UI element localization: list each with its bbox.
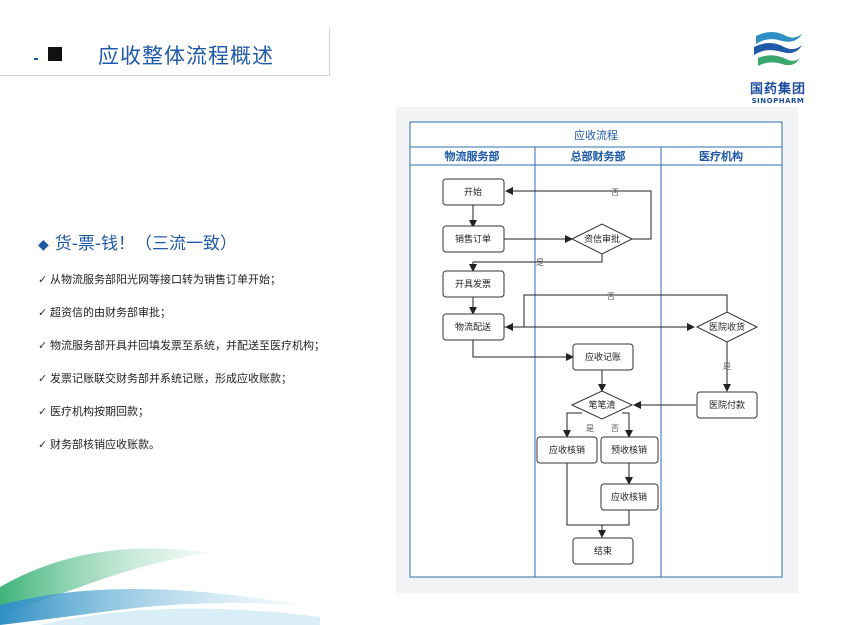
lane-header-finance: 总部财务部 [571, 149, 626, 163]
node-label: 应收核销 [549, 444, 585, 456]
node-label: 医院收货 [709, 321, 745, 333]
bullet-text: 财务部核销应收账款。 [50, 438, 160, 451]
edge-label-no: 否 [611, 424, 619, 433]
decorative-wave [0, 548, 320, 625]
edge-check-ar [563, 412, 582, 438]
node-label: 资信审批 [584, 233, 620, 245]
title-bar [0, 28, 330, 76]
list-item: ✓医疗机构按期回款； [38, 405, 325, 438]
node-label: 物流配送 [455, 321, 491, 333]
node-one-to-one [570, 390, 634, 420]
edge-ar-end [566, 463, 606, 538]
list-item: ✓财务部核销应收账款。 [38, 438, 325, 471]
logo-english-name: SINOPHARM [751, 97, 805, 105]
sinopharm-logo: 国药集团 SINOPHARM [748, 30, 808, 105]
edge-label-yes: 是 [723, 362, 731, 371]
edge-label-no: 否 [611, 188, 619, 197]
flowchart: 应收流程 物流服务部 总部财务部 医疗机构 否 是 否 是 是 [409, 121, 783, 578]
node-ar-writeoff-2 [600, 483, 659, 511]
section-heading-text: 货-票-钱！（三流一致） [54, 234, 238, 254]
node-label: 开始 [464, 186, 482, 198]
node-hospital-pay [696, 391, 758, 419]
edge-ar2-end [602, 510, 630, 526]
node-label: 结束 [594, 545, 612, 557]
node-label: 销售订单 [455, 233, 491, 245]
list-item: ✓超资信的由财务部审批； [38, 306, 325, 339]
lane-header-logistics: 物流服务部 [445, 149, 500, 163]
list-item: ✓发票记账联交财务部并系统记账，形成应收账款； [38, 372, 325, 405]
node-start [442, 178, 505, 206]
checkmark-icon: ✓ [38, 372, 48, 385]
checkmark-icon: ✓ [38, 339, 48, 352]
node-label: 笔笔清 [588, 399, 615, 411]
list-item: ✓物流服务部开具并回填发票至系统，并配送至医疗机构； [38, 339, 325, 372]
node-ar-writeoff [536, 436, 598, 464]
node-label: 开具发票 [455, 278, 491, 290]
node-credit-approval [570, 223, 634, 255]
page-title: 应收整体流程概述 [98, 44, 274, 68]
title-tick [34, 58, 38, 60]
node-ar-booking [572, 343, 634, 371]
edge-delivery-booking [472, 340, 574, 361]
edge-check-prepay [622, 412, 633, 438]
node-hospital-receive [695, 311, 759, 343]
bullet-text: 医疗机构按期回款； [50, 405, 149, 418]
checkmark-icon: ✓ [38, 306, 48, 319]
diagram-title: 应收流程 [574, 128, 618, 142]
logo-chinese-name: 国药集团 [749, 82, 806, 97]
bullet-text: 物流服务部开具并回填发票至系统，并配送至医疗机构； [50, 339, 325, 352]
bullet-text: 从物流服务部阳光网等接口转为销售订单开始； [50, 273, 281, 286]
node-delivery [442, 313, 505, 341]
checkmark-icon: ✓ [38, 438, 48, 451]
bullet-list: ✓从物流服务部阳光网等接口转为销售订单开始； ✓超资信的由财务部审批； ✓物流服… [38, 273, 325, 471]
node-label: 应收核销 [611, 491, 647, 503]
edge-credit-yes [469, 254, 603, 272]
node-label: 应收记账 [585, 351, 621, 363]
title-square-icon [48, 47, 62, 61]
flowchart-panel: 应收流程 物流服务部 总部财务部 医疗机构 否 是 否 是 是 [396, 107, 798, 593]
checkmark-icon: ✓ [38, 405, 48, 418]
list-item: ✓从物流服务部阳光网等接口转为销售订单开始； [38, 273, 325, 306]
edge-label-no: 否 [607, 292, 615, 301]
checkmark-icon: ✓ [38, 273, 48, 286]
node-label: 医院付款 [709, 399, 745, 411]
flow-edges [469, 187, 731, 538]
section-heading: ◆ 货-票-钱！（三流一致） [38, 229, 237, 254]
edge-label-yes: 是 [586, 424, 594, 433]
edge-receive-no [505, 294, 728, 331]
diamond-bullet-icon: ◆ [38, 237, 49, 253]
lane-header-hospital: 医疗机构 [699, 149, 743, 163]
edge-credit-no [505, 187, 652, 240]
bullet-text: 超资信的由财务部审批； [50, 306, 171, 319]
bullet-text: 发票记账联交财务部并系统记账，形成应收账款； [50, 372, 292, 385]
node-end [572, 537, 634, 565]
node-invoice [442, 270, 505, 298]
edge-label-yes: 是 [536, 258, 544, 267]
sinopharm-logo-icon [754, 32, 802, 66]
node-sales-order [442, 225, 505, 253]
node-label: 预收核销 [611, 444, 647, 456]
node-prepay-writeoff [600, 436, 659, 464]
